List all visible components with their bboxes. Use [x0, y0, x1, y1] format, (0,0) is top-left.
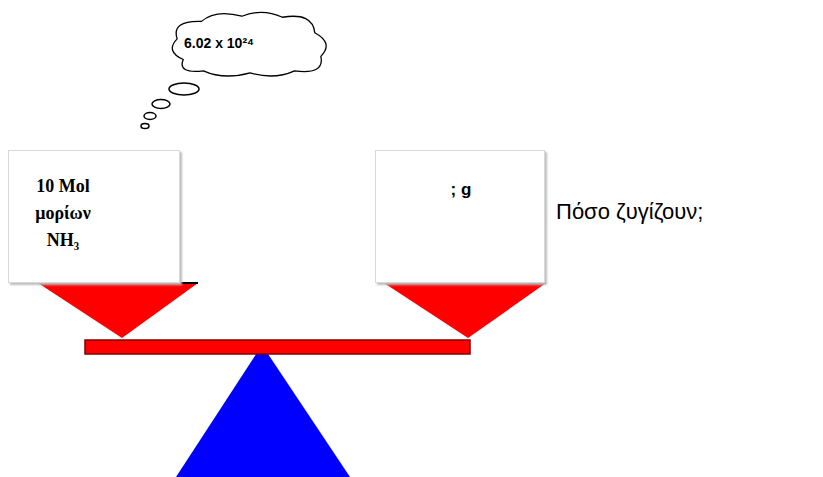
box-text: 10 Mol μορίων NH₃	[17, 173, 109, 254]
thought-bubble	[169, 83, 199, 95]
sample-box: 10 Mol μορίων NH₃	[8, 150, 180, 283]
pan-edge	[180, 282, 198, 284]
scale-pan	[38, 283, 198, 338]
thought-bubble	[141, 124, 149, 129]
thought-bubble	[152, 100, 170, 109]
box-text: ; g	[451, 179, 472, 201]
cloud-text: 6.02 x 10²⁴	[184, 34, 254, 52]
thought-bubble	[144, 113, 156, 120]
unknown-mass-box: ; g	[375, 150, 545, 283]
scale-pan	[384, 283, 546, 338]
scale-beam	[85, 340, 470, 354]
fulcrum	[176, 345, 350, 477]
cloud-shape	[172, 12, 326, 76]
question-label: Πόσο ζυγίζουν;	[556, 199, 703, 225]
thought-cloud: 6.02 x 10²⁴	[163, 8, 335, 78]
